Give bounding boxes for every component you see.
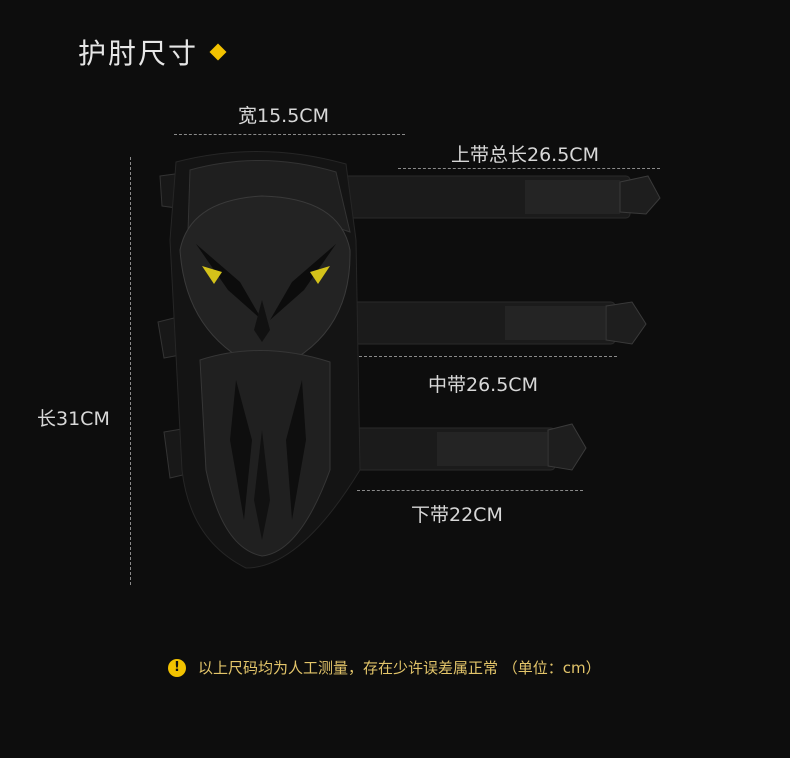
length-guide-line [130, 157, 131, 585]
warning-icon: ! [168, 658, 186, 677]
section-title-text: 护肘尺寸 [78, 37, 199, 70]
right-reflector [310, 266, 330, 284]
middle-strap-guide-line [354, 356, 617, 357]
measurement-note: ! 以上尺码均为人工测量，存在少许误差属正常 （单位：cm） [168, 657, 601, 678]
middle-strap [157, 301, 647, 359]
lower-strap-label: 下带22CM [411, 504, 503, 526]
upper-strap-label: 上带总长26.5CM [451, 144, 599, 166]
upper-strap-guide-line [398, 168, 660, 169]
section-title: 护肘尺寸 [78, 32, 227, 72]
lower-strap-guide-line [357, 490, 583, 491]
measurement-note-text: 以上尺码均为人工测量，存在少许误差属正常 （单位：cm） [198, 659, 601, 677]
width-label: 宽15.5CM [238, 105, 329, 127]
width-guide-line [174, 134, 405, 135]
length-label: 长31CM [37, 408, 110, 430]
left-reflector [202, 266, 222, 284]
middle-strap-label: 中带26.5CM [428, 374, 538, 396]
